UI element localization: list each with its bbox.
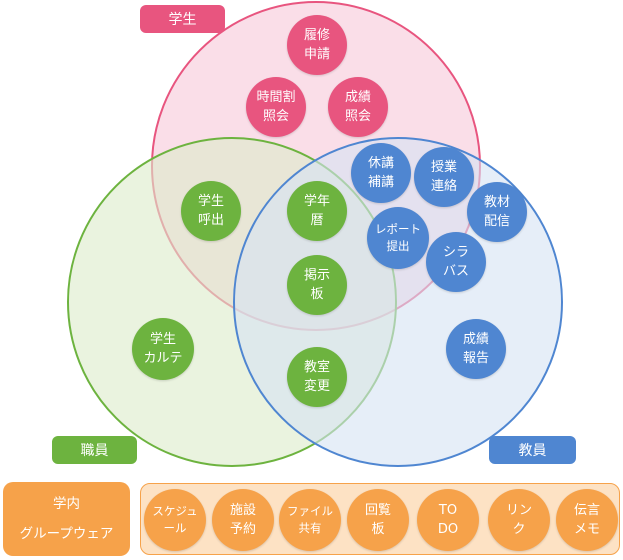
node-course-registration[interactable]: 履修 申請: [287, 15, 347, 75]
node-timetable-inquiry[interactable]: 時間割 照会: [246, 77, 306, 137]
groupware-label: 学内 グループウェア: [3, 482, 130, 556]
groupware-item-schedule[interactable]: スケジュ ール: [144, 489, 206, 551]
node-line: 授業: [430, 160, 457, 175]
node-line: 学生: [197, 194, 224, 209]
node-line: 呼出: [197, 213, 224, 228]
node-line: 休講: [367, 156, 394, 171]
node-line: 掲示: [303, 268, 330, 283]
node-line: 教室: [303, 360, 330, 375]
set-label-staff[interactable]: 職員: [52, 436, 137, 464]
node-line: DO: [437, 522, 459, 537]
node-classroom-change[interactable]: 教室 変更: [287, 347, 347, 407]
node-line: 補講: [367, 175, 394, 190]
groupware-item-links[interactable]: リン ク: [488, 489, 550, 551]
node-student-record[interactable]: 学生 カルテ: [132, 318, 194, 380]
groupware-label-line: 学内: [53, 496, 80, 512]
groupware-item-facility-booking[interactable]: 施設 予約: [212, 489, 274, 551]
node-line: 申請: [303, 47, 330, 62]
node-line: 連絡: [430, 179, 457, 194]
node-line: 学年: [303, 194, 330, 209]
node-line: 履修: [303, 28, 330, 43]
node-line: ク: [512, 522, 526, 537]
node-grade-report[interactable]: 成績 報告: [446, 319, 506, 379]
groupware-item-file-sharing[interactable]: ファイル 共有: [279, 489, 341, 551]
node-line: 照会: [262, 109, 289, 124]
set-label-student[interactable]: 学生: [140, 5, 225, 33]
node-line: 時間割: [256, 90, 296, 105]
node-line: リン: [505, 503, 532, 518]
node-line: 板: [371, 522, 385, 537]
node-line: 回覧: [364, 503, 391, 518]
set-label-faculty[interactable]: 教員: [489, 436, 576, 464]
node-line: ール: [163, 521, 187, 535]
node-line: 照会: [344, 109, 371, 124]
node-line: ファイル: [287, 504, 333, 518]
node-student-call[interactable]: 学生 呼出: [181, 181, 241, 241]
node-line: スケジュ: [152, 504, 198, 518]
node-line: カルテ: [143, 351, 183, 366]
groupware-item-circular[interactable]: 回覧 板: [347, 489, 409, 551]
node-line: 配信: [483, 214, 510, 229]
node-line: シラ: [442, 245, 469, 260]
node-syllabus[interactable]: シラ バス: [426, 232, 486, 292]
node-line: 暦: [310, 213, 324, 228]
node-material-distribution[interactable]: 教材 配信: [467, 182, 527, 242]
node-academic-calendar[interactable]: 学年 暦: [287, 181, 347, 241]
node-line: メモ: [573, 522, 600, 537]
node-line: バス: [442, 264, 469, 279]
node-line: 予約: [229, 522, 256, 537]
node-line: 成績: [462, 332, 489, 347]
node-line: 板: [310, 287, 324, 302]
node-class-cancellation[interactable]: 休講 補講: [351, 143, 411, 203]
node-grade-inquiry[interactable]: 成績 照会: [328, 77, 388, 137]
groupware-item-message-memo[interactable]: 伝言 メモ: [556, 489, 618, 551]
groupware-label-line: グループウェア: [19, 526, 114, 542]
node-line: レポート: [375, 222, 421, 236]
node-line: 共有: [298, 521, 322, 535]
node-line: 伝言: [573, 503, 600, 518]
node-line: TO: [438, 503, 458, 518]
node-line: 施設: [229, 503, 256, 518]
groupware-item-todo[interactable]: TO DO: [417, 489, 479, 551]
node-class-notice[interactable]: 授業 連絡: [414, 147, 474, 207]
node-line: 報告: [462, 351, 489, 366]
node-bulletin-board[interactable]: 掲示 板: [287, 255, 347, 315]
node-line: 成績: [344, 90, 371, 105]
node-report-submission[interactable]: レポート 提出: [367, 207, 429, 269]
node-line: 変更: [303, 379, 330, 394]
node-line: 教材: [483, 195, 510, 210]
node-line: 提出: [386, 239, 410, 253]
node-line: 学生: [149, 332, 176, 347]
